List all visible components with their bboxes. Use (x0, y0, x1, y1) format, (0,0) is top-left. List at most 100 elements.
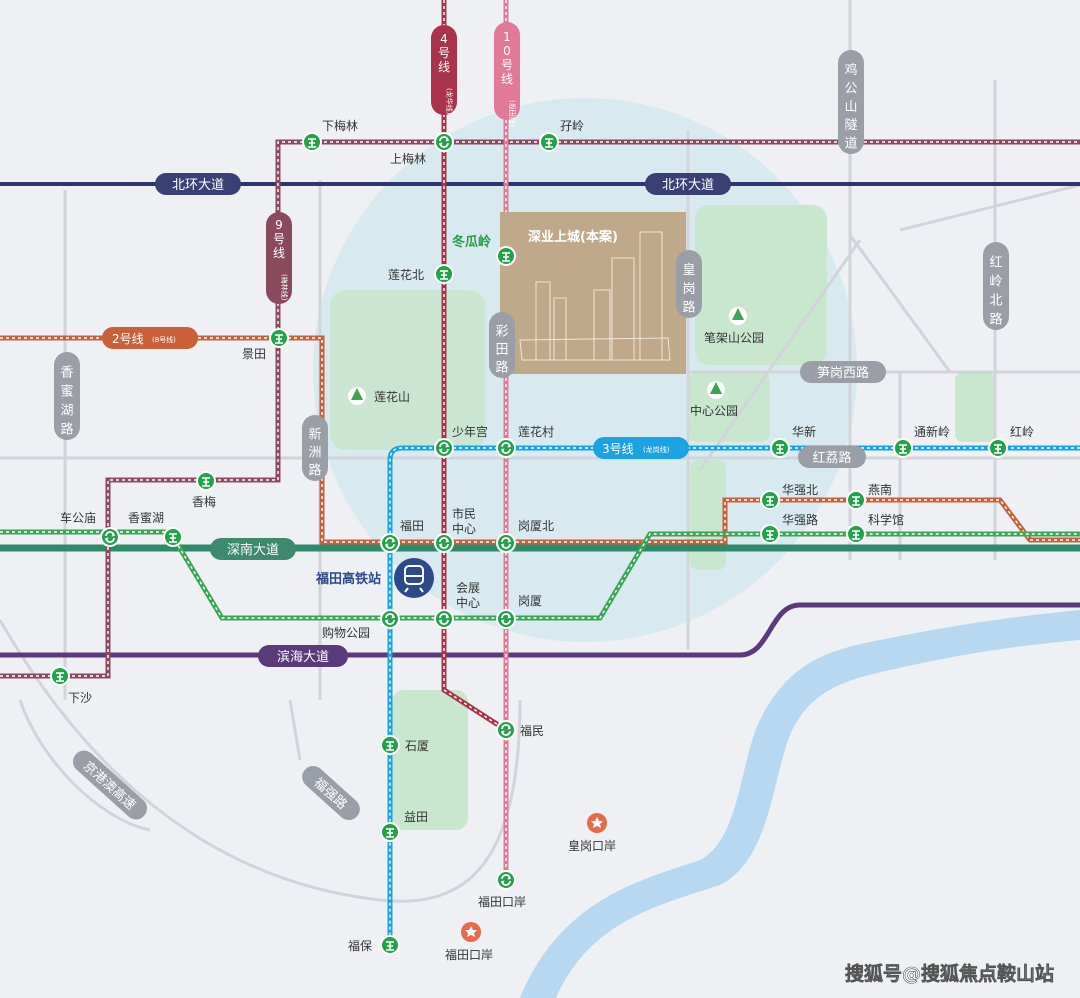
star-icon (591, 817, 603, 828)
park-label-lianhuashan: 莲花山 (348, 387, 410, 405)
station-label-futian: 福田 (400, 518, 424, 533)
road-jigongshan-char: 鸡 (844, 62, 857, 78)
road-hongling_north-char: 岭 (989, 274, 1002, 289)
road-huanggang-char: 岗 (682, 282, 695, 297)
line4-pill (431, 25, 457, 115)
road-beihuan-east-text: 北环大道 (662, 178, 714, 193)
road-pill-sungang-west: 笋岗西路 (800, 361, 886, 383)
station-label-chegongmiao: 车公庙 (60, 510, 96, 525)
line-l10-name-char: 0 (503, 44, 511, 58)
road-xiangmi-char: 香 (60, 365, 73, 380)
road-honglizhi-text: 红荔路 (812, 450, 851, 466)
station-label-xiangmihu: 香蜜湖 (128, 510, 164, 525)
line-l4-name-char: 线 (438, 60, 450, 74)
road-pill-honglizhi: 红荔路 (798, 446, 866, 468)
star-icon (465, 926, 477, 937)
road-pill-hongling_north (983, 242, 1009, 330)
road-jinggangao-text: 京港澳高速 (80, 758, 139, 813)
park-bijiashan-text: 笔架山公园 (704, 330, 764, 345)
line2-name: 2号线 (112, 332, 144, 346)
road-caitian-char: 田 (495, 343, 508, 358)
line3-pill: 3号线 (龙岗线) (593, 437, 689, 459)
watermark: 搜狐号@搜狐焦点鞍山站 (845, 962, 1054, 985)
line2-sub: (8号线) (152, 335, 176, 344)
road-hongling_north-char: 路 (989, 311, 1002, 327)
line-l10-name-char: 1 (503, 30, 511, 44)
road-pill-jinggangao: 京港澳高速 (72, 750, 148, 820)
line-l9-name-char: 9 (275, 218, 283, 232)
station-label-huizhanzhongxin: 会展 (456, 581, 480, 595)
vertical-road-pills: 鸡公山隧道红岭北路皇岗路彩田路香蜜湖路新洲路京港澳高速福强路 (54, 50, 1009, 821)
road-pill-huanggang (676, 250, 702, 318)
station-label-shiminzhongxin: 中心 (452, 521, 476, 536)
line-l4-name-char: 号 (438, 46, 450, 60)
line3-name: 3号线 (602, 442, 634, 456)
tree-icon (732, 308, 744, 320)
station-label-jingtian: 景田 (242, 347, 266, 361)
station-label-lianhuacun: 莲花村 (518, 424, 554, 439)
station-label-xiangmei: 香梅 (192, 494, 216, 509)
line-l9-sub: (梅林线) (280, 274, 289, 301)
station-label-hongling: 红岭 (1010, 424, 1034, 439)
station-label-huizhanzhongxin: 中心 (456, 595, 480, 610)
road-hongling_north-char: 红 (989, 254, 1002, 270)
park-bijiashan (695, 205, 827, 365)
park-zhongxin-text: 中心公园 (690, 403, 738, 418)
line9-pill (266, 212, 292, 304)
park-south (392, 690, 468, 830)
road-pill-xiangmi (54, 352, 80, 440)
park-label-bijiashan: 笔架山公园 (704, 307, 764, 345)
road-xiangmi-char: 湖 (60, 403, 73, 418)
tree-icon (710, 382, 722, 394)
station-labels: 下梅林上梅林孖岭莲花北景田少年宫莲花村华新通新岭红岭香梅华强北燕南华强路科学馆车… (60, 118, 1034, 953)
station-label-fubao: 福保 (348, 938, 372, 953)
road-pill-xinzhou (302, 415, 328, 481)
station-label-gouwugongyuan: 购物公园 (322, 625, 370, 640)
road-pill-shennan: 深南大道 (210, 538, 296, 560)
line3-sub: (龙岗线) (643, 445, 670, 454)
station-label-gangxia: 岗厦 (518, 594, 542, 608)
road-hongling_north-char: 北 (989, 293, 1002, 308)
road-pill-jigongshan (838, 50, 864, 154)
station-label-huaqianglu: 华强路 (782, 512, 818, 527)
line-l9-name-char: 号 (273, 232, 285, 246)
station-label-shaoniangong: 少年宫 (452, 424, 488, 439)
road-pill-beihuan-west: 北环大道 (155, 173, 241, 195)
tree-icon (351, 388, 363, 400)
road-pill-beihuan-east: 北环大道 (645, 173, 731, 195)
road-jigongshan-char: 道 (844, 137, 857, 152)
line10-pill (494, 22, 520, 120)
road-huanggang-char: 路 (682, 299, 695, 315)
river (520, 610, 1080, 998)
station-label-kexueguan: 科学馆 (868, 512, 904, 527)
road-pill-fuqiang: 福强路 (302, 765, 360, 821)
road-shennan-text: 深南大道 (227, 542, 279, 558)
line-l9-name-char: 线 (273, 246, 285, 260)
road-pill-binhai: 滨海大道 (258, 645, 348, 667)
station-label-tongxinling: 通新岭 (914, 424, 950, 439)
station-label-yitian: 益田 (404, 810, 428, 824)
poi-huanggang-text: 皇岗口岸 (568, 839, 616, 853)
poi-futian-port: 福田口岸 (445, 922, 493, 962)
poi-huanggang-port: 皇岗口岸 (568, 813, 616, 853)
station-label-yannan: 燕南 (868, 482, 892, 497)
road-jigongshan-char: 公 (844, 81, 857, 96)
road-jigongshan-char: 山 (844, 100, 857, 115)
line-l4-sub: (龙华线) (445, 88, 454, 115)
station-label-shangmeilin: 上梅林 (390, 151, 426, 166)
hsr-station: 福田高铁站 (315, 558, 434, 598)
road-binhai-text: 滨海大道 (277, 649, 329, 665)
project-block (500, 212, 686, 374)
line-l10-name-char: 号 (501, 58, 513, 72)
road-pill-caitian (489, 312, 515, 378)
station-label-lianhuabei: 莲花北 (388, 267, 424, 282)
road-xinzhou-char: 路 (308, 463, 321, 479)
line11-track (0, 602, 1080, 658)
poi-futian-text: 福田口岸 (445, 947, 493, 962)
station-label-huaqiangbei: 华强北 (782, 483, 818, 497)
road-jigongshan-char: 隧 (844, 117, 857, 133)
